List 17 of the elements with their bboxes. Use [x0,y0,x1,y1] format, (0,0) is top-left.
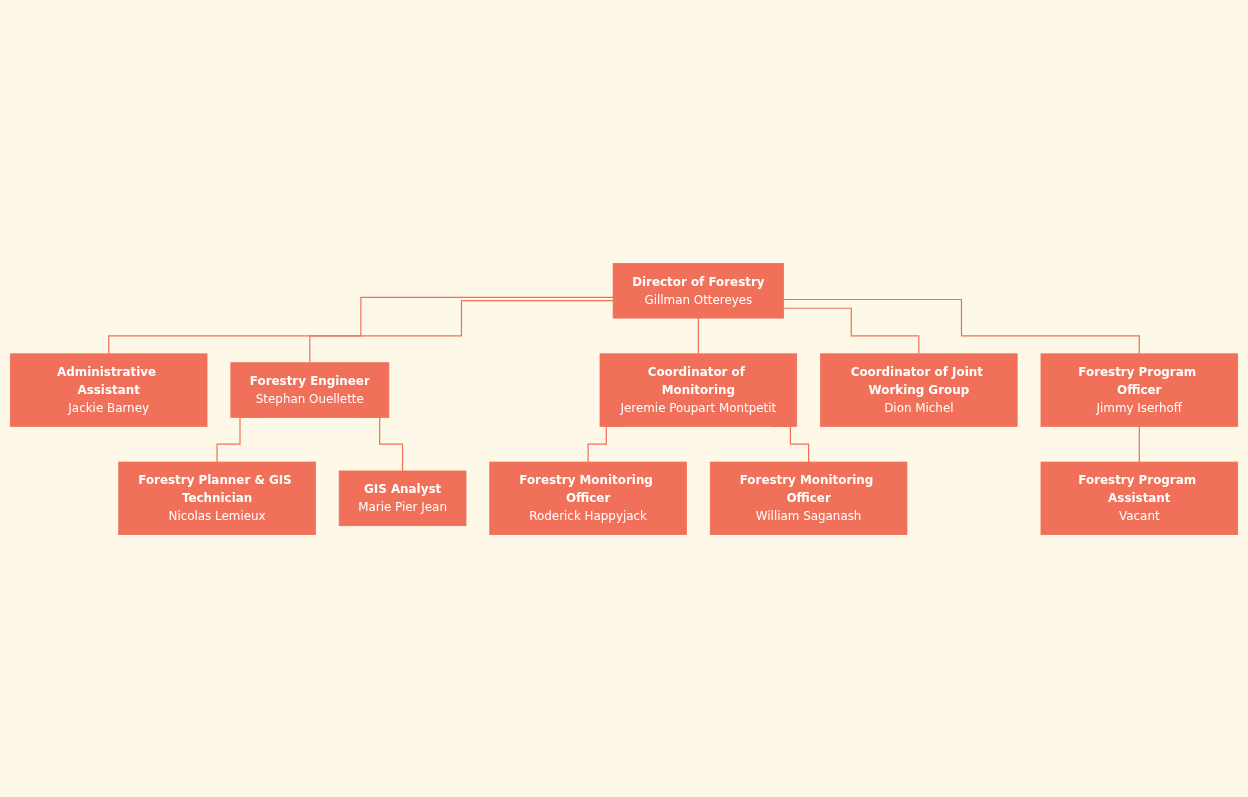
node-box: Coordinator of Joint Working Group Dion Michel [820,352,1018,427]
node-box: Forestry Planner & GIS Technician Nicolas Lemieux [118,461,316,535]
connector [1138,425,1140,463]
node-box: Coordinator of Monitoring Jeremie Poupart Montpetit [599,352,798,427]
connector [108,296,614,354]
connector [783,307,920,354]
node-box: Administrative Assistant Jackie Barney [9,352,208,427]
node-box: Forestry Program Officer Jimmy Iserhoff [1040,352,1239,427]
node-box: Forestry Monitoring Officer William Saganash [709,461,908,535]
node-box: Forestry Program Assistant Vacant [1040,461,1239,535]
connector [697,317,699,354]
node-box: GIS Analyst Marie Pier Jean [338,470,467,526]
node-box: Forestry Monitoring Officer Roderick Happyjack [489,461,687,535]
connector [783,298,1140,354]
node-box: Director of Forestry Gillman Ottereyes [612,262,784,318]
node-box: Forestry Engineer Stephan Ouellette [230,361,390,418]
connector [309,299,614,363]
